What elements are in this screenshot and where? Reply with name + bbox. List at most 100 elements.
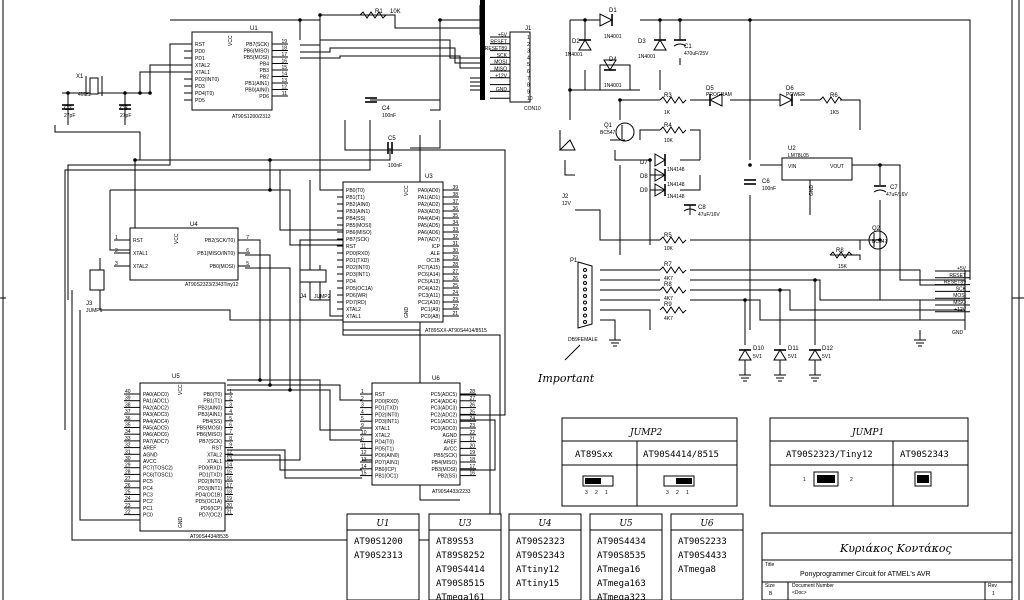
- j1-pin-number: 1: [527, 35, 530, 41]
- pin-label: PA1(AD1): [418, 195, 440, 201]
- pin-label: PD5(OC1A): [346, 286, 373, 292]
- pin-label: PD2(INT0): [375, 412, 399, 418]
- pin-label: PD6: [259, 94, 269, 100]
- pin-label: PC2(A10): [418, 300, 440, 306]
- pin-number: 6: [229, 423, 232, 429]
- pin-label: PA2(ADC2): [143, 405, 169, 411]
- r1-value: 10K: [390, 9, 401, 15]
- chip-list-box: [346, 513, 420, 600]
- u1-vcc: VCC: [228, 35, 234, 46]
- u5-vcc: VCC: [178, 384, 184, 395]
- capacitor-c8: C8 47uF/16V: [683, 204, 720, 218]
- jump2-col2: AT90S4414/8515: [643, 450, 719, 460]
- pin-label: RST: [375, 392, 385, 398]
- crystal-x1: X1 4MHz: [76, 74, 103, 98]
- pin-number: 27: [452, 269, 458, 275]
- pin-number: 26: [469, 403, 475, 409]
- pin-number: 27: [469, 396, 475, 402]
- d1-value: 1N4001: [604, 34, 622, 40]
- pin-number: 39: [125, 396, 131, 402]
- d6-ref: D6: [786, 86, 794, 92]
- pin-number: 21: [469, 437, 475, 443]
- pin-label: PA4(ADC4): [143, 419, 169, 425]
- chip-list-item: ATtiny15: [516, 579, 559, 589]
- title-label: Title: [765, 562, 774, 568]
- pin-label: PD7(OC2): [199, 513, 223, 519]
- c3-ref: C3: [120, 106, 128, 112]
- pin-number: 34: [452, 220, 458, 226]
- pin-label: PB7(SCK): [246, 42, 269, 48]
- pin-number: 12: [281, 85, 287, 91]
- pin-number: 12: [226, 449, 232, 455]
- pin-label: PD1: [195, 56, 205, 62]
- pin-number: 4: [361, 409, 364, 415]
- jump2-a-pin3: 3: [585, 490, 588, 496]
- pin-label: PD1(TXD): [199, 472, 222, 478]
- chip-list-item: AT90S8515: [436, 579, 485, 589]
- resistor-r8: R8 4K7: [659, 282, 687, 302]
- pin-number: 31: [125, 449, 131, 455]
- diode-d4: D4 1N4001: [603, 57, 622, 89]
- pin-label: XTAL1: [346, 314, 361, 320]
- q1-value: BC547: [600, 130, 616, 136]
- important-note: Important: [537, 372, 595, 385]
- pin-number: 1: [229, 389, 232, 395]
- pin-label: PD6(ICP): [201, 506, 223, 512]
- pin-label: RST: [195, 42, 205, 48]
- pin-label: PB2(AIN0): [198, 405, 222, 411]
- pin-number: 6: [361, 437, 364, 443]
- u3-right-pins: PA0(AD0)39PA1(AD1)38PA2(AD2)37PA3(AD3)36…: [418, 185, 459, 320]
- u3-ref: U3: [425, 174, 433, 180]
- chip-list-item: ATmega323: [597, 593, 646, 600]
- pin-label: PB2(AIN0): [346, 202, 370, 208]
- docnum-value: <Doc>: [792, 590, 807, 596]
- pin-label: PB3(AIN1): [346, 209, 370, 215]
- j1-pin-number: 3: [527, 49, 530, 55]
- pin-label: PD7(RD): [346, 300, 367, 306]
- r9-value: 4K7: [664, 316, 673, 322]
- d5-value: PROGRAM: [706, 92, 732, 98]
- rb-ref: R8: [836, 248, 844, 254]
- pin-label: PB1(T1): [203, 399, 222, 405]
- r9-ref: R9: [664, 302, 672, 308]
- chip-list-item: AT90S4434: [597, 537, 646, 547]
- u5-right-pins: PB0(T0)1PB1(T1)2PB2(AIN0)3PB3(AIN1)4PB4(…: [195, 389, 233, 519]
- pin-label: AREF: [143, 446, 156, 452]
- pin-number: 29: [452, 255, 458, 261]
- d7-value: 1N4148: [667, 167, 685, 173]
- pin-number: 2: [229, 396, 232, 402]
- pin-number: 20: [226, 503, 232, 509]
- pin-number: 29: [125, 463, 131, 469]
- d4-ref: D4: [609, 57, 617, 63]
- j1-pin-number: 5: [527, 62, 530, 68]
- resistor-r7: R7 4K7: [659, 262, 687, 282]
- p1-ref: P1: [570, 258, 578, 264]
- pin-label: PC5: [143, 479, 153, 485]
- pin-number: 32: [452, 234, 458, 240]
- pin-label: PB4(SS): [203, 419, 223, 425]
- pin-label: PA6(ADC6): [143, 432, 169, 438]
- u5-left-pins: PA0(ADC0)40PA1(ADC1)39PA2(ADC2)38PA3(ADC…: [124, 389, 173, 519]
- chip-list-item: ATtiny12: [516, 565, 559, 575]
- pin-number: 28: [452, 262, 458, 268]
- r6-ref: R6: [830, 93, 838, 99]
- db9-pin: [583, 320, 587, 324]
- d12-value: 5V1: [822, 354, 831, 360]
- capacitor-c3: C3 27pF: [119, 104, 131, 119]
- pin-number: 14: [226, 463, 232, 469]
- db9-pin: [583, 294, 587, 298]
- pin-number: 18: [469, 457, 475, 463]
- pin-number: 37: [452, 199, 458, 205]
- bus-signal-label: RESET89: [944, 280, 966, 286]
- bus-signal-label: RESET: [949, 273, 966, 279]
- pin-label: PA7(ADC7): [143, 439, 169, 445]
- pin-label: PD3(INT1): [346, 272, 370, 278]
- j1-signal-label: GND: [496, 87, 508, 93]
- bus-signal-label: MOSI: [953, 293, 966, 299]
- capacitor-c7: C7 47uF/16V: [873, 185, 908, 198]
- pin-label: PD2(INT0): [198, 479, 222, 485]
- d7-ref: D7: [640, 160, 648, 166]
- pin-label: PD2(INT0): [195, 77, 219, 83]
- j1-pin-number: 8: [527, 83, 530, 89]
